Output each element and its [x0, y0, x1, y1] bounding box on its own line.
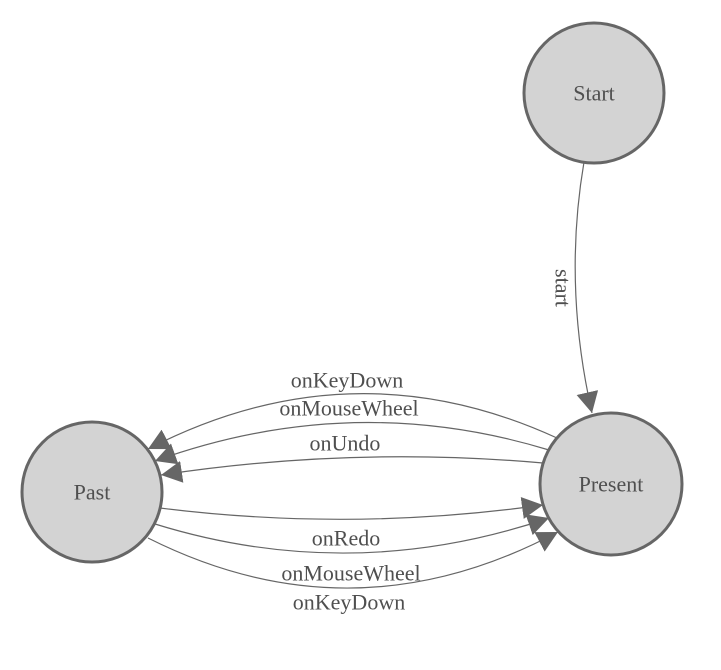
- edge-past-to-present-onmousewheel: [154, 514, 550, 554]
- edge-past-to-present-onkeydown: [147, 531, 559, 589]
- start-node-label: Start: [573, 81, 615, 106]
- edge-present-to-past-onmousewheel: [154, 421, 550, 465]
- edge-present-to-past-onundo: [160, 456, 544, 483]
- edge-label-onkeydown-top: onKeyDown: [291, 368, 403, 393]
- edge-start-to-present: [574, 161, 599, 414]
- edge-present-to-past-onkeydown: [147, 393, 558, 450]
- present-node-circle: [538, 411, 684, 557]
- edge-label-onredo: onRedo: [312, 526, 380, 551]
- edge-past-to-present-onredo: [159, 497, 544, 520]
- edge-label-onundo: onUndo: [310, 431, 381, 456]
- past-node-label: Past: [74, 480, 111, 505]
- state-node-past: Past: [20, 420, 164, 564]
- present-node-label: Present: [579, 472, 644, 497]
- edge-label-onmousewheel-bottom: onMouseWheel: [281, 561, 420, 586]
- state-node-present: Present: [538, 411, 684, 557]
- start-node-circle: [522, 21, 666, 165]
- past-node-circle: [20, 420, 164, 564]
- edge-label-onmousewheel-top: onMouseWheel: [279, 396, 418, 421]
- edge-label-start: start: [551, 269, 576, 307]
- edge-label-onkeydown-bottom: onKeyDown: [293, 590, 405, 615]
- edge-group: [147, 161, 599, 589]
- edge-label-group: start onKeyDown onMouseWheel onUndo onRe…: [279, 269, 575, 614]
- state-node-start: Start: [522, 21, 666, 165]
